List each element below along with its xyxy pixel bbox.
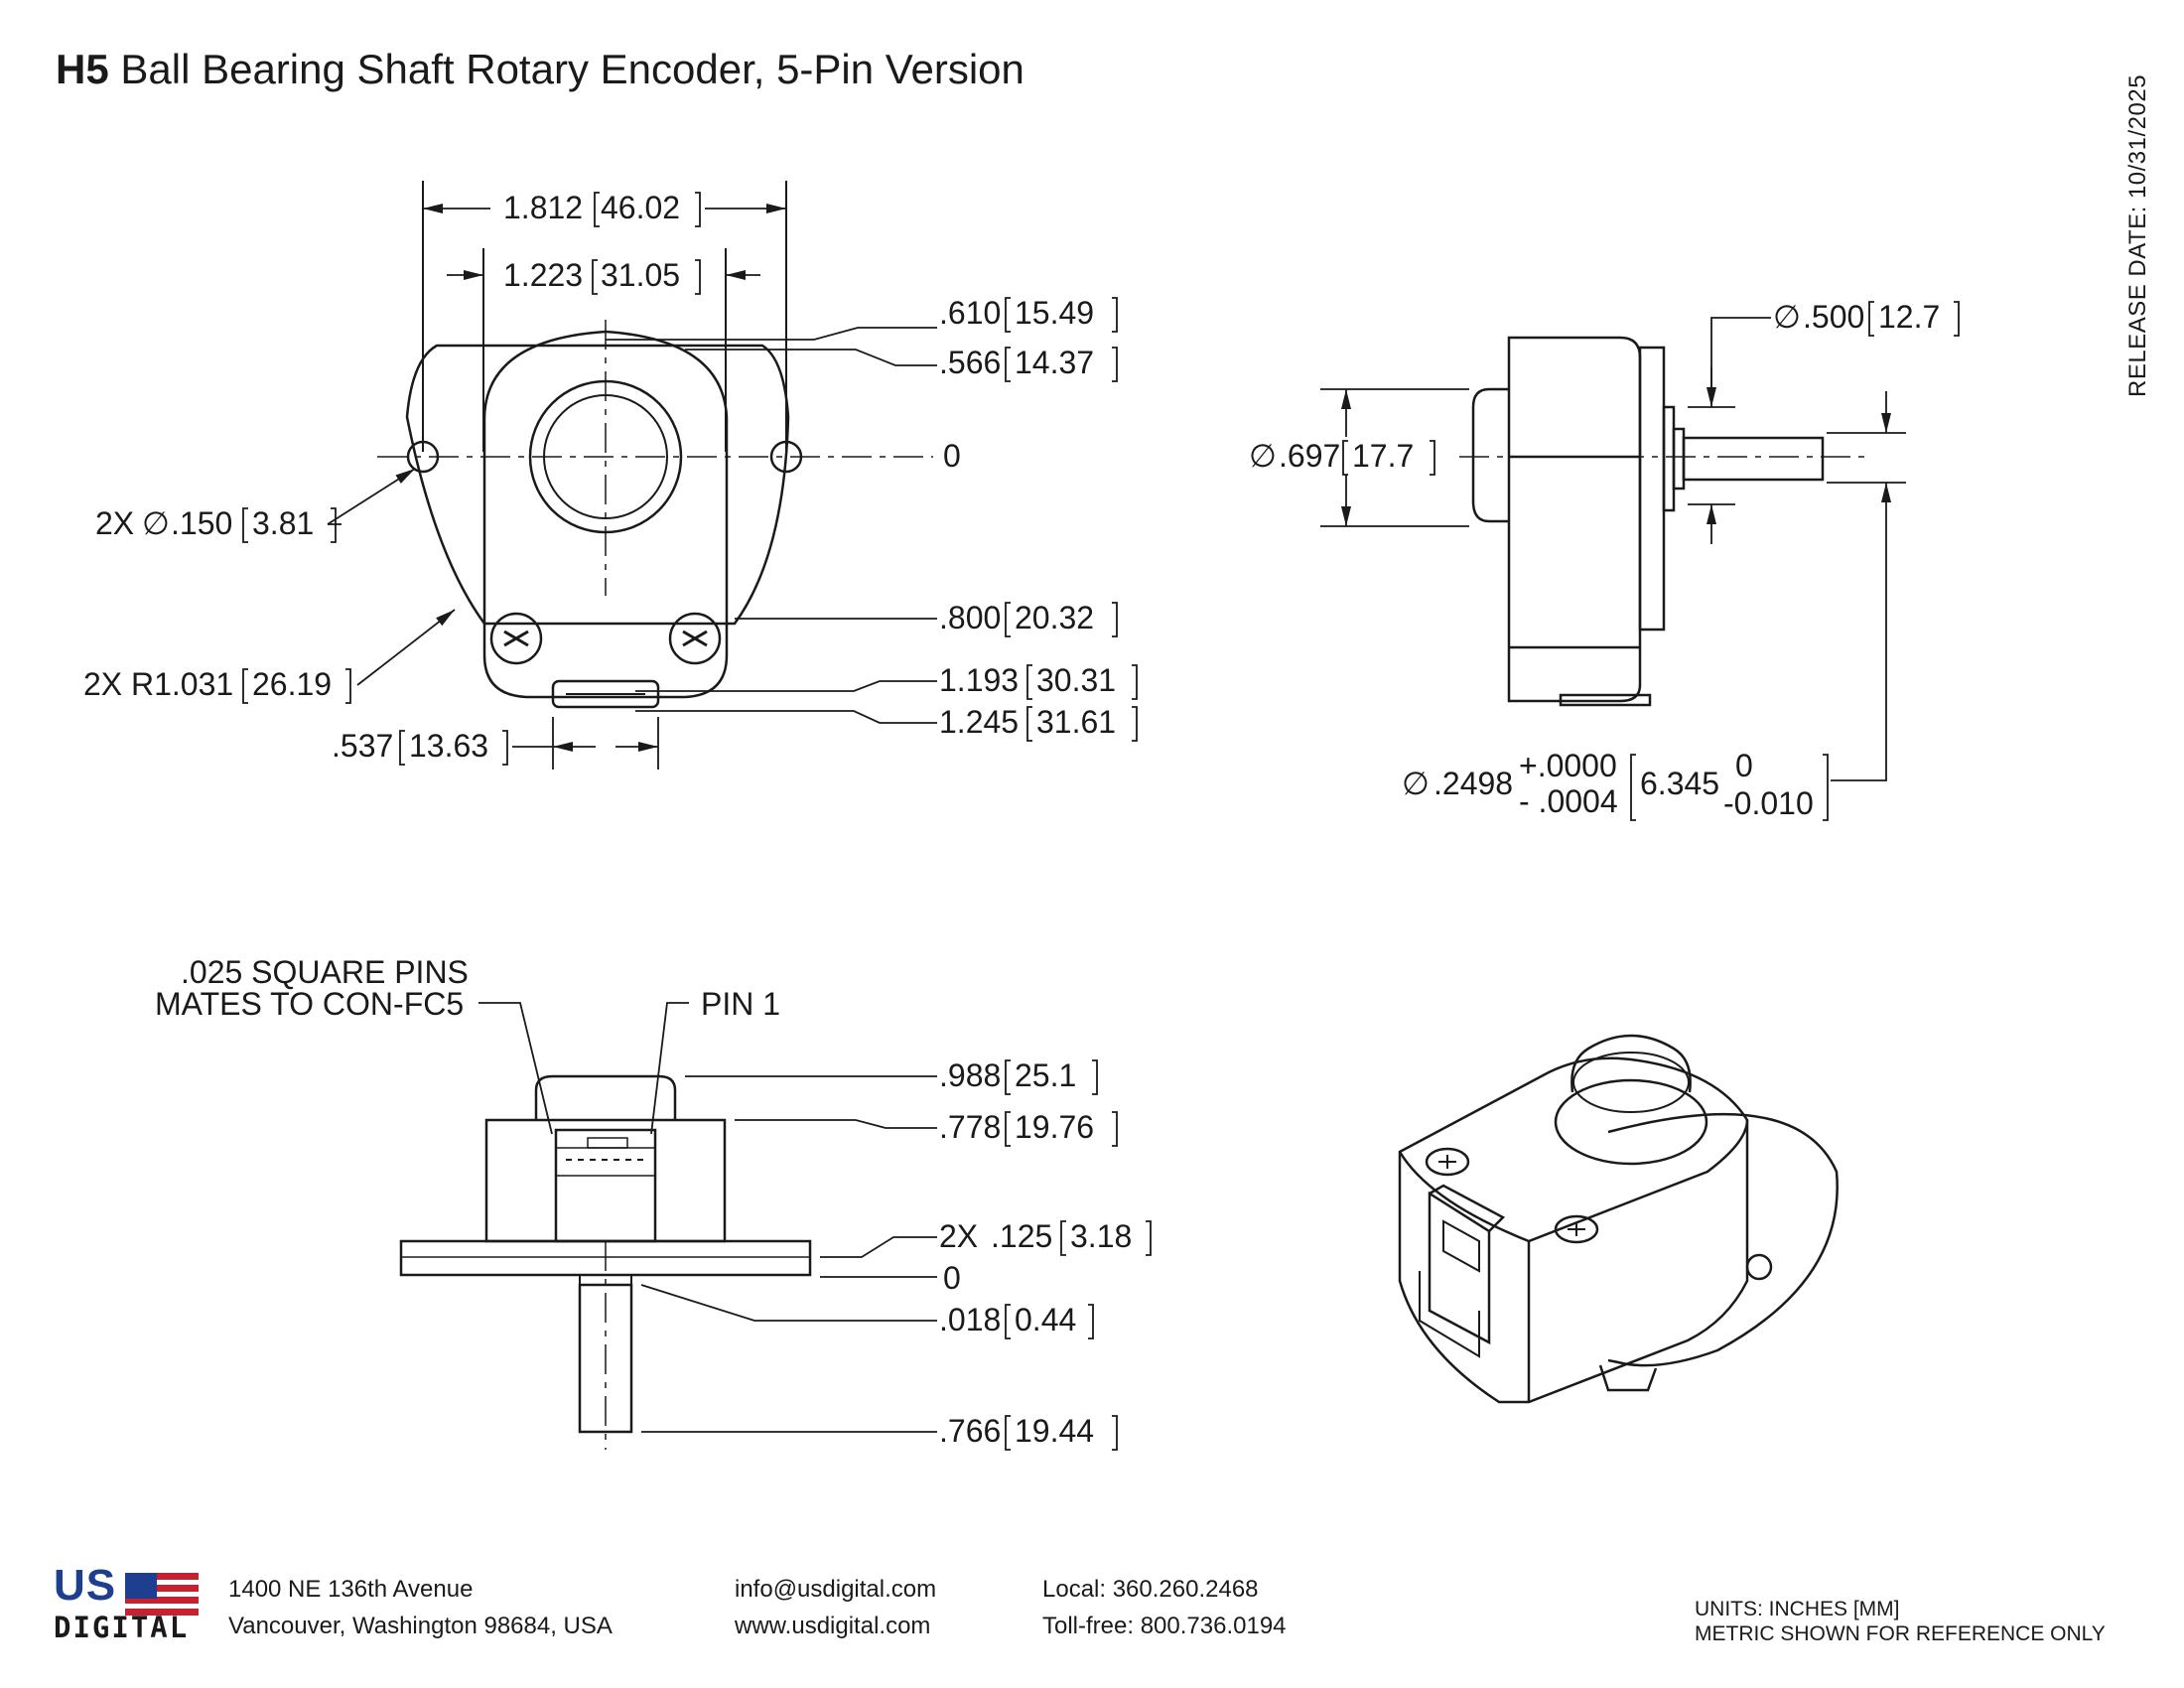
- dim-610-mm: 15.49: [1015, 295, 1094, 331]
- address-line-2: Vancouver, Washington 98684, USA: [228, 1613, 613, 1639]
- logo-flag: [125, 1573, 199, 1616]
- dim-zero-front: 0: [943, 438, 961, 474]
- dim-697-in: .697: [1279, 438, 1340, 474]
- dim-697-diameter-symbol: ∅: [1249, 438, 1277, 474]
- dim-width-outer-mm: 46.02: [601, 190, 680, 225]
- dim-hole-mm: 3.81: [252, 505, 314, 541]
- units-line-1: UNITS: INCHES [MM]: [1695, 1598, 1900, 1620]
- address-block: 1400 NE 136th Avenue Vancouver, Washingt…: [228, 1571, 613, 1644]
- bottom-view-labels: .025 SQUARE PINS MATES TO CON-FC5 PIN 1 …: [155, 954, 1132, 1449]
- bottom-view: [399, 1074, 812, 1450]
- dim-697-mm: 17.7: [1352, 438, 1414, 474]
- units-line-2: METRIC SHOWN FOR REFERENCE ONLY: [1695, 1622, 2106, 1645]
- dim-hole-diameter-symbol: ∅: [142, 505, 170, 541]
- us-digital-logo: US DIGITAL: [54, 1561, 203, 1644]
- dim-778-in: .778: [939, 1109, 1001, 1145]
- dim-800-in: .800: [939, 600, 1001, 635]
- dim-width-outer-in: 1.812: [503, 190, 583, 225]
- dim-shaft-mm: 6.345: [1640, 766, 1719, 801]
- note-mates-to: MATES TO CON-FC5: [155, 986, 464, 1022]
- dim-610-in: .610: [939, 295, 1001, 331]
- dim-radius-in: R1.031: [131, 666, 233, 702]
- side-view-labels: ∅ .500 12.7 ∅ .697 17.7 ∅ .2498 +.0000 -…: [1249, 299, 1940, 821]
- dim-shaft-diameter-symbol: ∅: [1402, 766, 1430, 801]
- dim-766-mm: 19.44: [1015, 1413, 1094, 1449]
- front-view-labels: 1.812 46.02 1.223 31.05 .610 15.49 .566 …: [83, 190, 1116, 764]
- dim-778-mm: 19.76: [1015, 1109, 1094, 1145]
- front-view-dimensions: [327, 204, 937, 770]
- address-line-1: 1400 NE 136th Avenue: [228, 1576, 474, 1603]
- dim-800-mm: 20.32: [1015, 600, 1094, 635]
- web-contact-block: info@usdigital.com www.usdigital.com: [735, 1571, 936, 1644]
- dim-1193-in: 1.193: [939, 662, 1019, 698]
- dim-hole-prefix: 2X: [95, 505, 134, 541]
- dim-500-mm: 12.7: [1878, 299, 1940, 335]
- dim-shaft-mm-tol-lower: -0.010: [1723, 785, 1814, 821]
- dim-1193-mm: 30.31: [1036, 662, 1116, 698]
- side-view: [1459, 336, 1866, 707]
- front-view: [377, 181, 933, 709]
- phone-tollfree: Toll-free: 800.736.0194: [1042, 1613, 1287, 1639]
- logo-digital-text: DIGITAL: [54, 1611, 190, 1644]
- dim-500-in: .500: [1803, 299, 1864, 335]
- dim-537-mm: 13.63: [409, 728, 488, 764]
- dim-500-diameter-symbol: ∅: [1773, 299, 1801, 335]
- dim-radius-mm: 26.19: [252, 666, 332, 702]
- dim-018-in: .018: [939, 1302, 1001, 1337]
- units-note: UNITS: INCHES [MM] METRIC SHOWN FOR REFE…: [1695, 1597, 2106, 1646]
- dim-988-in: .988: [939, 1057, 1001, 1093]
- isometric-view: [1398, 1034, 1839, 1404]
- dim-hole-in: .150: [171, 505, 232, 541]
- side-view-brackets: [1342, 301, 1960, 821]
- side-view-dimensions: [1320, 317, 1906, 781]
- dim-1245-mm: 31.61: [1036, 704, 1116, 740]
- dim-018-mm: 0.44: [1015, 1302, 1076, 1337]
- dim-width-inner-mm: 31.05: [601, 257, 680, 293]
- page-title: H5 Ball Bearing Shaft Rotary Encoder, 5-…: [56, 46, 1024, 93]
- note-square-pins: .025 SQUARE PINS: [181, 954, 469, 990]
- dim-zero-bottom: 0: [943, 1260, 961, 1296]
- phone-local: Local: 360.260.2468: [1042, 1576, 1259, 1603]
- dim-width-inner-in: 1.223: [503, 257, 583, 293]
- dim-125-mm: 3.18: [1070, 1218, 1132, 1254]
- pin-1-label: PIN 1: [701, 986, 780, 1022]
- front-view-brackets: [242, 192, 1138, 766]
- title-description: Ball Bearing Shaft Rotary Encoder, 5-Pin…: [108, 46, 1024, 92]
- dim-566-mm: 14.37: [1015, 345, 1094, 380]
- dim-radius-prefix: 2X: [83, 666, 122, 702]
- dim-537-in: .537: [332, 728, 393, 764]
- dim-566-in: .566: [939, 345, 1001, 380]
- dim-shaft-mm-tol-upper: 0: [1735, 748, 1753, 783]
- bottom-view-dimensions: [478, 1002, 937, 1433]
- dim-988-mm: 25.1: [1015, 1057, 1076, 1093]
- dim-125-prefix: 2X: [939, 1218, 978, 1254]
- email-link[interactable]: info@usdigital.com: [735, 1576, 937, 1603]
- title-model: H5: [56, 46, 109, 92]
- bottom-view-brackets: [1005, 1059, 1152, 1451]
- dim-766-in: .766: [939, 1413, 1001, 1449]
- dim-shaft-tol-minus: - .0004: [1519, 783, 1618, 819]
- dim-1245-in: 1.245: [939, 704, 1019, 740]
- logo-us-text: US: [54, 1561, 117, 1610]
- phone-block: Local: 360.260.2468 Toll-free: 800.736.0…: [1042, 1571, 1287, 1644]
- dim-shaft-tol-plus: +.0000: [1519, 748, 1617, 783]
- website-link[interactable]: www.usdigital.com: [735, 1613, 931, 1639]
- dim-125-in: .125: [991, 1218, 1052, 1254]
- dim-shaft-in: .2498: [1433, 766, 1513, 801]
